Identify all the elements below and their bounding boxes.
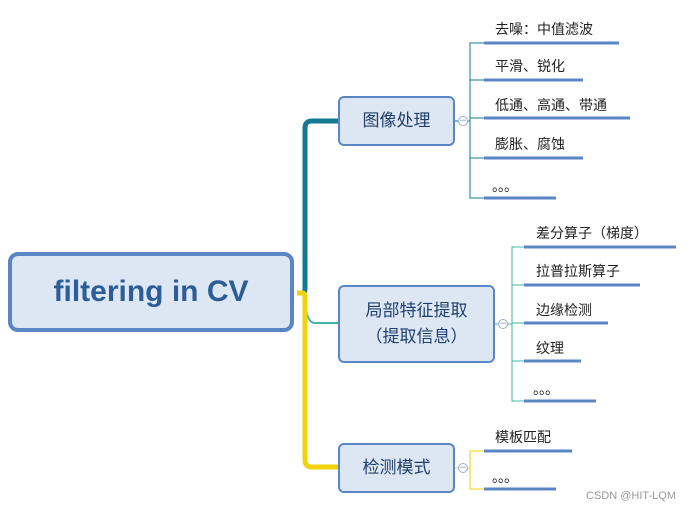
leaf-topic[interactable]: 。。。 — [492, 179, 518, 195]
branch-local-features[interactable]: 局部特征提取 （提取信息） — [338, 285, 495, 363]
leaf-topic[interactable]: 模板匹配 — [495, 430, 551, 446]
fork-local-features — [495, 246, 524, 402]
collapse-toggle-icon[interactable]: − — [458, 463, 468, 473]
leaf-topic[interactable]: 拉普拉斯算子 — [536, 264, 620, 280]
leaf-topic[interactable]: 低通、高通、带通 — [495, 98, 607, 114]
branch-label: 检测模式 — [362, 458, 431, 478]
branch-detection[interactable]: 检测模式 — [338, 443, 455, 493]
leaf-topic[interactable]: 差分算子（梯度） — [536, 226, 648, 242]
connector-root-to-image-processing — [297, 118, 338, 296]
branch-label-line-2: （提取信息） — [365, 327, 468, 347]
branch-label: 图像处理 — [362, 111, 431, 131]
leaf-topic[interactable]: 膨胀、腐蚀 — [495, 137, 565, 153]
fork-detection — [455, 450, 484, 490]
leaf-topic[interactable]: 边缘检测 — [536, 303, 592, 319]
leaf-topic[interactable]: 。。。 — [492, 470, 518, 486]
branch-label-line-1: 局部特征提取 — [365, 301, 468, 321]
leaf-topic[interactable]: 纹理 — [536, 341, 564, 357]
leaf-topic[interactable]: 。。。 — [533, 382, 559, 398]
branch-image-processing[interactable]: 图像处理 — [338, 96, 455, 146]
leaf-topic[interactable]: 平滑、锐化 — [495, 59, 565, 75]
fork-image-processing — [455, 42, 484, 199]
root-node[interactable]: filtering in CV — [8, 252, 294, 332]
connector-root-to-detection — [297, 290, 338, 470]
leaf-underlines — [484, 41, 676, 491]
collapse-toggle-icon[interactable]: − — [498, 319, 508, 329]
root-label: filtering in CV — [53, 275, 249, 308]
leaf-topic[interactable]: 去噪：中值滤波 — [495, 22, 593, 38]
collapse-toggle-icon[interactable]: − — [458, 116, 468, 126]
watermark: CSDN @HIT-LQM — [586, 490, 677, 502]
